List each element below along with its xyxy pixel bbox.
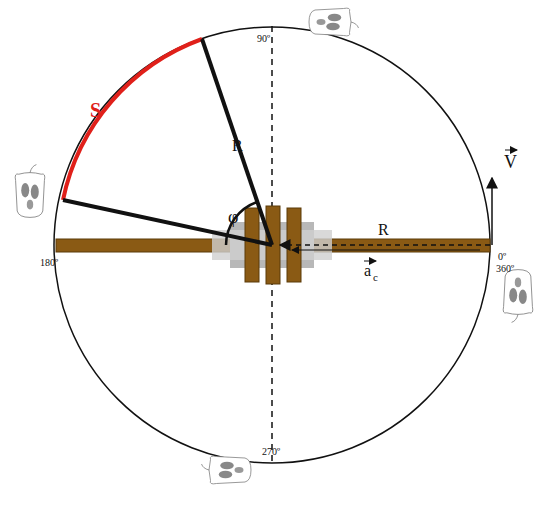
radius-label: R	[378, 222, 389, 238]
angle-label: 180º	[40, 258, 58, 268]
acceleration-subscript: c	[373, 272, 378, 283]
radius-label: R	[232, 138, 243, 154]
velocity-label: V	[504, 153, 517, 171]
angle-label: 90º	[257, 34, 270, 44]
angle-symbol: φ	[228, 208, 238, 226]
angle-label: 0º	[498, 252, 506, 262]
arc-length-label: S	[90, 100, 101, 120]
angle-label: 270º	[262, 447, 280, 457]
acceleration-label: a	[364, 263, 371, 279]
angle-label: 360º	[496, 264, 514, 274]
